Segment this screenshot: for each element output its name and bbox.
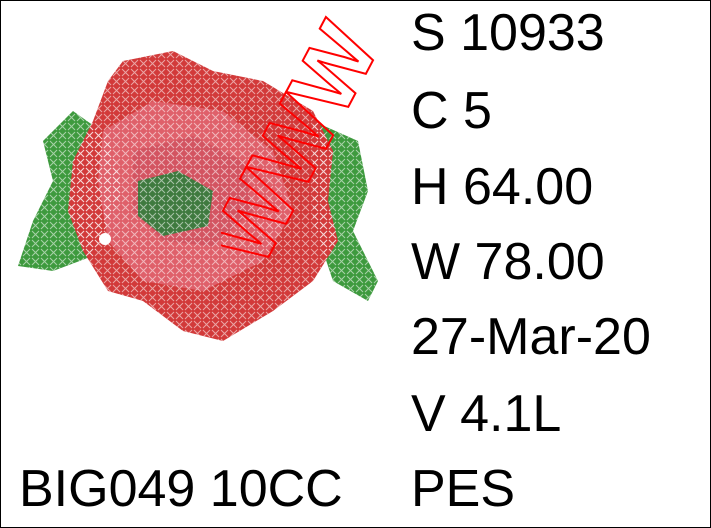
embroidery-preview-icon <box>18 51 378 341</box>
design-name: BIG049 10CC <box>19 463 343 515</box>
file-format: PES <box>411 460 516 518</box>
design-height: H 64.00 <box>411 158 594 216</box>
stitch-count: S 10933 <box>411 4 605 62</box>
design-version: V 4.1L <box>411 385 562 443</box>
color-count: C 5 <box>411 82 492 140</box>
design-width: W 78.00 <box>411 233 605 291</box>
design-date: 27-Mar-20 <box>411 308 651 366</box>
